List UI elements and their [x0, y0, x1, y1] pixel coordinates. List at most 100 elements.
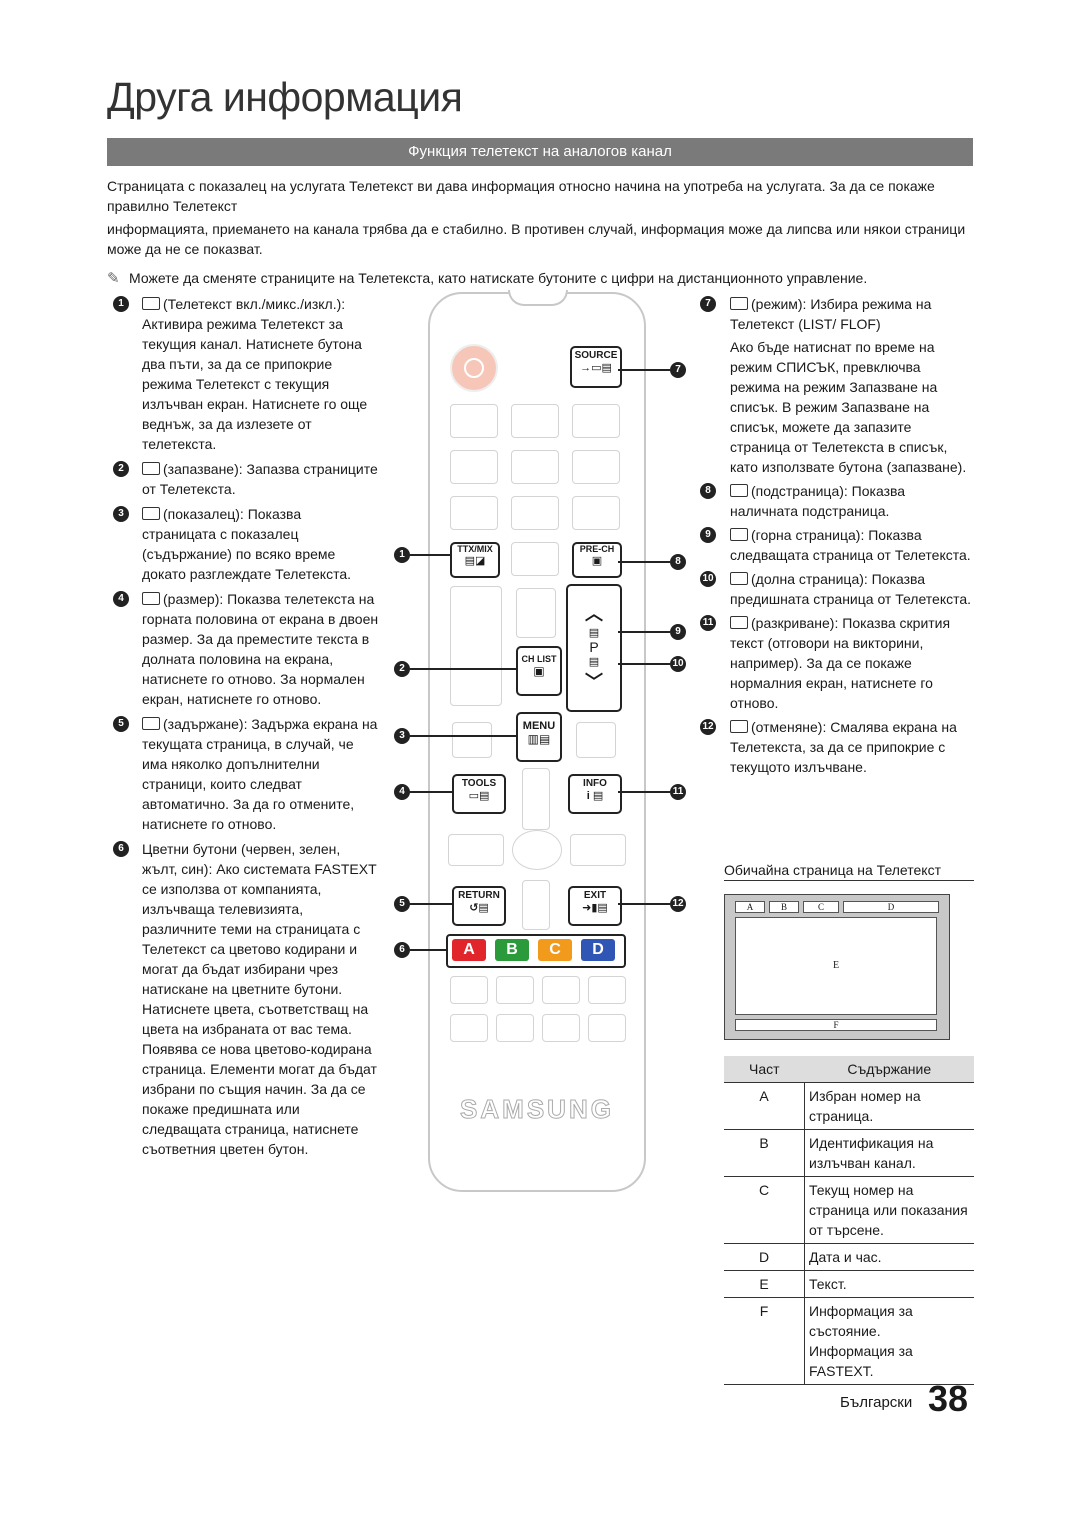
ttx-label: TTX/MIX	[457, 544, 493, 554]
power-icon[interactable]	[450, 344, 498, 392]
intro-paragraph-2: информацията, приемането на канала трябв…	[107, 221, 966, 257]
number-button[interactable]	[572, 450, 620, 484]
volume-rocker[interactable]	[450, 586, 502, 706]
item-number: 12	[700, 719, 716, 735]
channel-rocker[interactable]: ︿ ▤ P ▤ ﹀	[566, 584, 622, 712]
item-number: 7	[700, 296, 716, 312]
item-number: 3	[113, 506, 129, 522]
number-button[interactable]	[450, 496, 498, 530]
media-button[interactable]	[588, 976, 626, 1004]
item-number: 6	[113, 841, 129, 857]
left-item: 3 (показалец): Показва страницата с пока…	[113, 504, 379, 584]
callout-5: 5	[394, 896, 410, 912]
ttx-label-a: A	[735, 901, 765, 913]
tools-button[interactable]: TOOLS▭▤	[452, 774, 506, 814]
brand-logo: SAMSUNG	[460, 1094, 614, 1125]
callout-line	[410, 735, 516, 737]
return-button[interactable]: RETURN↺▤	[452, 886, 506, 926]
item-text: (горна страница): Показва следващата стр…	[730, 527, 971, 563]
right-item: 11 (разкриване): Показва скрития текст (…	[700, 613, 972, 713]
pre-ch-button[interactable]: PRE-CH▣	[572, 542, 622, 578]
menu-button[interactable]: MENU▥▤	[516, 712, 562, 762]
callout-12: 12	[670, 896, 686, 912]
callout-7: 7	[670, 362, 686, 378]
section-title: Функция телетекст на аналогов канал	[107, 138, 973, 166]
item-number: 1	[113, 296, 129, 312]
table-header: Съдържание	[804, 1056, 974, 1083]
remote-ir-window	[508, 290, 568, 306]
ttx-label-e: E	[832, 960, 840, 971]
note: ✎Можете да сменяте страниците на Телетек…	[107, 268, 973, 289]
enter-button[interactable]	[512, 830, 562, 870]
media-button[interactable]	[450, 1014, 488, 1042]
item-number: 11	[700, 615, 716, 631]
left-items: 1 (Телетекст вкл./микс./изкл.): Активира…	[113, 294, 379, 1159]
ttx-label-d: D	[843, 901, 939, 913]
item-text: (запазване): Запазва страниците от Телет…	[142, 461, 378, 497]
teletext-diagram: A B C D E F	[724, 894, 950, 1040]
yellow-c-button[interactable]: C	[538, 939, 572, 961]
green-b-button[interactable]: B	[495, 939, 529, 961]
ttx-label-c: C	[803, 901, 839, 913]
item-number: 4	[113, 591, 129, 607]
media-button[interactable]	[496, 1014, 534, 1042]
size-icon	[142, 592, 160, 605]
ttx-label-b: B	[769, 901, 799, 913]
down-arrow-button[interactable]	[522, 880, 550, 930]
item-number: 8	[700, 483, 716, 499]
ch-list-button[interactable]: CH LIST▣	[516, 646, 562, 696]
number-button[interactable]	[572, 496, 620, 530]
page-title: Друга информация	[107, 74, 463, 120]
callout-4: 4	[394, 784, 410, 800]
prech-label: PRE-CH	[579, 544, 615, 554]
number-button[interactable]	[511, 404, 559, 438]
hold-icon	[142, 717, 160, 730]
left-item: 4 (размер): Показва телетекста на горнат…	[113, 589, 379, 709]
exit-button[interactable]: EXIT➜▮▤	[568, 886, 622, 926]
chevron-down-icon: ﹀	[585, 672, 603, 692]
smart-button[interactable]	[452, 722, 492, 758]
chlist-label: CH LIST	[521, 654, 557, 664]
index-icon	[142, 507, 160, 520]
media-button[interactable]	[450, 976, 488, 1004]
media-button[interactable]	[496, 976, 534, 1004]
guide-button[interactable]	[576, 722, 616, 758]
blue-d-button[interactable]: D	[581, 939, 615, 961]
item-text: (размер): Показва телетекста на горната …	[142, 591, 379, 707]
media-button[interactable]	[542, 976, 580, 1004]
callout-line	[410, 949, 446, 951]
color-buttons: A B C D	[446, 934, 626, 968]
callout-10: 10	[670, 656, 686, 672]
right-arrow-button[interactable]	[570, 834, 626, 866]
media-button[interactable]	[588, 1014, 626, 1042]
item-text: (Телетекст вкл./микс./изкл.): Активира р…	[142, 296, 368, 452]
number-button[interactable]	[450, 450, 498, 484]
source-button[interactable]: SOURCE →▭▤	[570, 346, 622, 388]
number-button[interactable]	[450, 404, 498, 438]
right-item: 9 (горна страница): Показва следващата с…	[700, 525, 972, 565]
item-number: 2	[113, 461, 129, 477]
number-button[interactable]	[511, 496, 559, 530]
mode-icon	[730, 297, 748, 310]
right-items: 7 (режим): Избира режима на Телетекст (L…	[700, 294, 972, 777]
item-extra: Ако бъде натиснат по време на режим СПИС…	[730, 339, 967, 475]
up-arrow-button[interactable]	[522, 768, 550, 830]
number-button[interactable]	[511, 450, 559, 484]
callout-line	[618, 903, 670, 905]
red-a-button[interactable]: A	[452, 939, 486, 961]
left-arrow-button[interactable]	[448, 834, 504, 866]
callout-9: 9	[670, 624, 686, 640]
callout-6: 6	[394, 942, 410, 958]
ttx-label-f: F	[735, 1019, 937, 1031]
language-label: Български	[840, 1394, 913, 1411]
menu-label: MENU	[522, 720, 556, 732]
number-button[interactable]	[572, 404, 620, 438]
media-button[interactable]	[542, 1014, 580, 1042]
number-button[interactable]	[511, 542, 559, 576]
right-item: 8 (подстраница): Показва наличната подст…	[700, 481, 972, 521]
mute-button[interactable]	[516, 588, 556, 638]
callout-line	[618, 791, 670, 793]
ttx-mix-button[interactable]: TTX/MIX▤◪	[450, 542, 500, 578]
